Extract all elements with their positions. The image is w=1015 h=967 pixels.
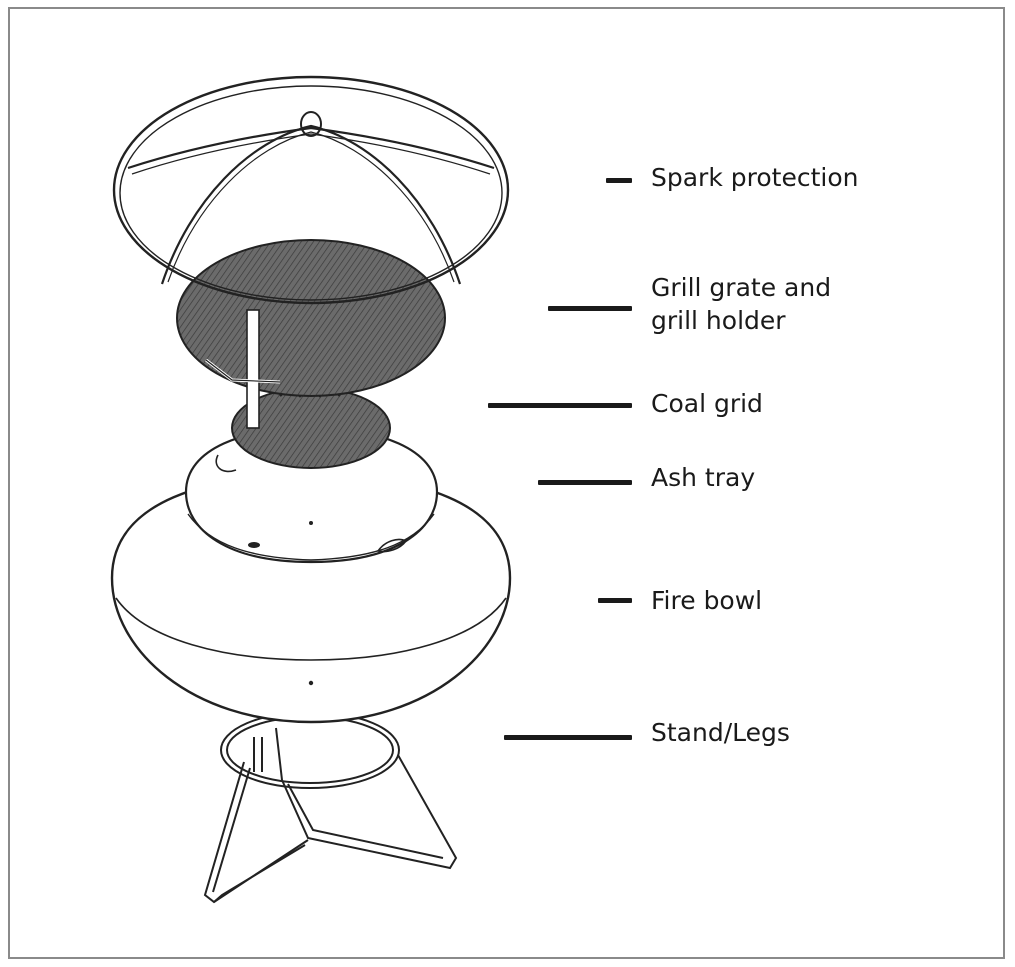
stand-legs-drawing [203, 711, 458, 904]
label-grill-grate: Grill grate and grill holder [651, 273, 832, 335]
spark-protection-drawing [112, 75, 510, 305]
leader-line-ash-tray [538, 480, 632, 485]
leader-line-grill-grate [548, 306, 632, 311]
label-stand-legs: Stand/Legs [651, 718, 790, 747]
grill-grate-drawing [176, 239, 446, 429]
leader-line-spark-protection [606, 178, 632, 183]
label-ash-tray: Ash tray [651, 463, 756, 492]
diagram-frame [8, 7, 1005, 959]
label-spark-protection: Spark protection [651, 163, 859, 192]
leader-line-fire-bowl [598, 598, 632, 603]
label-coal-grid: Coal grid [651, 389, 763, 418]
leader-line-coal-grid [488, 403, 632, 408]
label-fire-bowl: Fire bowl [651, 586, 763, 615]
leader-line-stand-legs [504, 735, 632, 740]
